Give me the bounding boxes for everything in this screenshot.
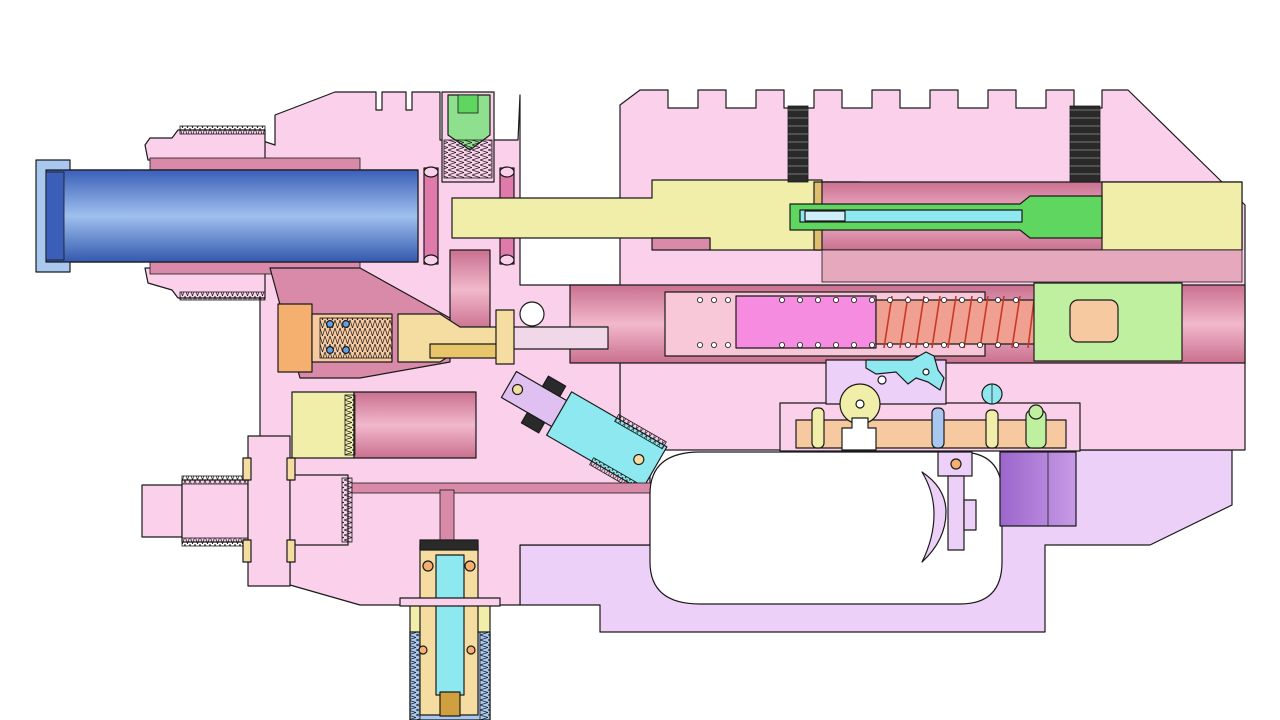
barrel (35, 159, 419, 273)
rear-bore (787, 105, 1243, 251)
bottom-valve (399, 489, 501, 720)
housing-pins (811, 383, 1047, 449)
trigger-guard-opening (649, 451, 1003, 605)
valve-ports (697, 296, 1020, 348)
feed-screw (441, 91, 495, 183)
front-lower-chamber (291, 391, 477, 459)
valve-assembly (499, 282, 1246, 364)
gas-inlet-fitting (141, 435, 653, 587)
trigger (921, 451, 977, 563)
grip-panel (999, 451, 1077, 527)
sear (839, 351, 945, 451)
regulator-stem (277, 303, 515, 373)
